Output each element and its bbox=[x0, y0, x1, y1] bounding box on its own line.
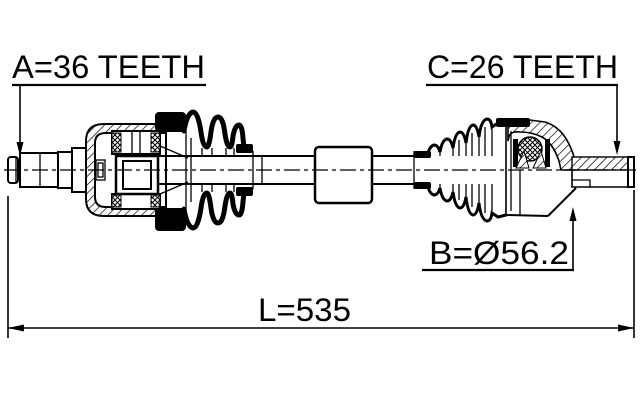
needle-bearing-icon bbox=[150, 132, 161, 153]
right-boot-bellows-bottom bbox=[426, 185, 508, 223]
left-boot-bellows-bottom bbox=[181, 189, 247, 231]
dimension-arrow-icon bbox=[618, 324, 634, 332]
dimension-arrow-icon bbox=[8, 324, 24, 332]
housing-section-wall bbox=[85, 123, 167, 217]
annotation-b-diameter: B=Ø56.2 bbox=[422, 207, 577, 272]
left-boot-clamp-large bbox=[155, 112, 186, 132]
right-boot-clamp-large bbox=[496, 118, 530, 127]
left-boot-clamp-small bbox=[236, 187, 253, 196]
inner-race-section bbox=[515, 149, 530, 169]
right-boot bbox=[414, 117, 508, 223]
right-boot-bellows-top bbox=[426, 117, 500, 155]
label-c-teeth: C=26 TEETH bbox=[427, 49, 618, 85]
dynamic-damper bbox=[313, 145, 374, 205]
left-boot-bellows-top bbox=[181, 109, 247, 151]
inner-race-section bbox=[532, 149, 547, 169]
right-spline-section bbox=[571, 156, 629, 171]
leader-arrow-icon bbox=[16, 142, 24, 156]
left-boot-clamp-small bbox=[236, 144, 253, 153]
leader-arrow-icon bbox=[613, 141, 621, 155]
left-boot-clamp-large bbox=[155, 208, 186, 231]
annotation-a-spline: A=36 TEETH bbox=[12, 49, 206, 156]
label-length: L=535 bbox=[258, 292, 351, 328]
label-a-teeth: A=36 TEETH bbox=[12, 49, 205, 85]
tripod-bearing bbox=[111, 130, 161, 210]
outer-joint-section-wall bbox=[507, 118, 576, 171]
left-boot bbox=[155, 109, 253, 231]
leader-arrow-icon bbox=[569, 207, 577, 221]
bearing-cage bbox=[545, 139, 550, 167]
dimension-length: L=535 bbox=[7, 190, 635, 338]
annotation-c-spline: C=26 TEETH bbox=[426, 49, 621, 155]
label-b-diameter: B=Ø56.2 bbox=[429, 235, 569, 271]
right-stub-end-cap bbox=[627, 156, 635, 188]
bearing-cage bbox=[513, 139, 518, 167]
needle-bearing-icon bbox=[111, 132, 122, 153]
inner-cv-joint-housing bbox=[85, 123, 189, 217]
outer-cv-joint bbox=[496, 118, 577, 217]
right-stub-shaft bbox=[571, 156, 635, 188]
